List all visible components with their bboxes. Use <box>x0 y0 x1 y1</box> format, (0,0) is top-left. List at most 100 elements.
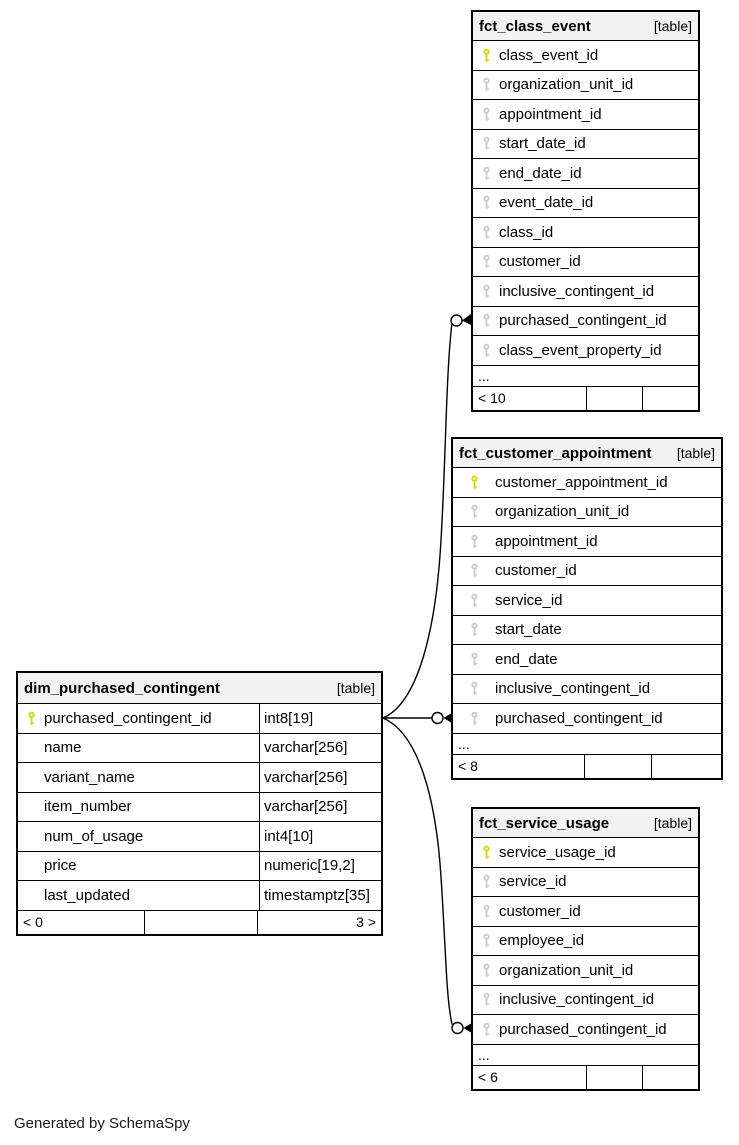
column-name: customer_appointment_id <box>495 473 668 491</box>
column-name: start_date <box>495 621 562 639</box>
key-glyph <box>470 652 478 666</box>
table-header: fct_customer_appointment [table] <box>453 439 721 467</box>
key-glyph <box>470 681 478 696</box>
column-row: customer_appointment_id <box>453 467 721 497</box>
column-row: customer_id <box>473 896 698 926</box>
column-name: inclusive_contingent_id <box>495 680 651 698</box>
footer-cell: 3 > <box>257 910 381 934</box>
key-glyph <box>470 504 478 519</box>
table-footer: < 0 3 > <box>18 909 381 934</box>
foreign-key-icon <box>473 284 499 299</box>
column-row: purchased_contingent_id <box>453 703 721 733</box>
column-row: organization_unit_id <box>473 69 698 99</box>
key-glyph <box>482 904 490 918</box>
column-type: varchar[256] <box>259 763 381 792</box>
zero-or-more-circle <box>450 314 463 327</box>
column-row: class_id <box>473 217 698 247</box>
primary-key-icon <box>473 48 499 63</box>
generated-by-note: Generated by SchemaSpy <box>14 1115 190 1132</box>
table-footer: < 10 <box>473 385 698 410</box>
footer-cell <box>641 1065 698 1089</box>
column-row: end_date_id <box>473 158 698 188</box>
foreign-key-icon <box>473 225 499 240</box>
column-name: customer_id <box>499 902 581 920</box>
fk-arrowhead <box>463 1023 471 1033</box>
column-type: varchar[256] <box>259 792 381 821</box>
table-fct-service-usage: fct_service_usage [table] service_usage_id… <box>471 807 700 1091</box>
column-row: inclusive_contingent_id <box>453 673 721 703</box>
table-type-label: [table] <box>676 445 715 461</box>
table-title-link[interactable]: fct_service_usage <box>479 814 610 832</box>
foreign-key-icon <box>473 963 499 978</box>
column-name: organization_unit_id <box>499 961 634 979</box>
table-type-label: [table] <box>653 815 692 831</box>
foreign-key-icon <box>453 622 495 637</box>
footer-cell <box>585 1065 642 1089</box>
foreign-key-icon <box>473 77 499 92</box>
key-glyph <box>482 225 490 239</box>
foreign-key-icon <box>473 904 499 919</box>
zero-or-more-circle <box>431 711 444 725</box>
key-glyph <box>482 284 490 298</box>
footer-cell: < 8 <box>458 758 478 774</box>
fk-arrowhead <box>443 713 451 723</box>
column-name: variant_name <box>44 768 135 786</box>
footer-cell: < 0 <box>23 914 43 930</box>
key-glyph <box>482 195 490 210</box>
column-row: customer_id <box>473 246 698 276</box>
more-columns-ellipsis: ... <box>453 732 721 754</box>
column-name: employee_id <box>499 932 585 950</box>
column-row: start_date <box>453 614 721 644</box>
table-header: dim_purchased_contingent[table] <box>18 673 381 703</box>
more-columns-ellipsis: ... <box>473 1043 698 1065</box>
column-name: organization_unit_id <box>499 76 634 94</box>
table-title-link[interactable]: fct_customer_appointment <box>459 444 652 462</box>
table-title-link[interactable]: dim_purchased_contingent <box>24 679 220 697</box>
column-name: appointment_id <box>499 105 602 123</box>
key-glyph <box>470 593 478 607</box>
column-name: customer_id <box>499 253 581 271</box>
key-glyph <box>482 992 490 1007</box>
foreign-key-icon <box>453 504 495 519</box>
footer-cell: < 10 <box>478 390 506 406</box>
column-type: varchar[256] <box>259 733 381 762</box>
table-fct-customer-appointment: fct_customer_appointment [table] customer_… <box>451 437 723 780</box>
column-name: organization_unit_id <box>495 503 630 521</box>
footer-cell <box>585 386 642 410</box>
column-row: employee_id <box>473 925 698 955</box>
key-glyph <box>482 845 490 859</box>
key-glyph <box>482 136 490 151</box>
primary-key-icon <box>18 711 44 726</box>
key-glyph <box>482 933 490 948</box>
foreign-key-icon <box>453 681 495 696</box>
column-row: event_date_id <box>473 187 698 217</box>
key-glyph <box>482 343 490 357</box>
table-header: fct_service_usage [table] <box>473 809 698 837</box>
column-name: customer_id <box>495 562 577 580</box>
table-header: fct_class_event[table] <box>473 12 698 40</box>
fk-connector-fct-class-event <box>382 324 453 719</box>
column-row: inclusive_contingent_id <box>473 276 698 306</box>
column-row: class_event_id <box>473 40 698 70</box>
key-glyph <box>482 313 490 328</box>
key-glyph <box>470 622 478 637</box>
column-row: appointment_id <box>453 526 721 556</box>
foreign-key-icon <box>453 563 495 578</box>
column-name: inclusive_contingent_id <box>499 282 655 300</box>
column-name: class_event_property_id <box>499 341 662 359</box>
table-title-link[interactable]: fct_class_event <box>479 17 591 35</box>
column-name: event_date_id <box>499 194 594 212</box>
column-name: start_date_id <box>499 135 586 153</box>
column-row: service_usage_id <box>473 837 698 867</box>
column-type: timestamptz[35] <box>259 881 381 910</box>
foreign-key-icon <box>473 992 499 1007</box>
column-name: end_date_id <box>499 164 582 182</box>
zero-or-more-circle <box>451 1021 464 1035</box>
foreign-key-icon <box>453 534 495 549</box>
key-glyph <box>482 48 490 62</box>
column-row: service_id <box>473 866 698 896</box>
